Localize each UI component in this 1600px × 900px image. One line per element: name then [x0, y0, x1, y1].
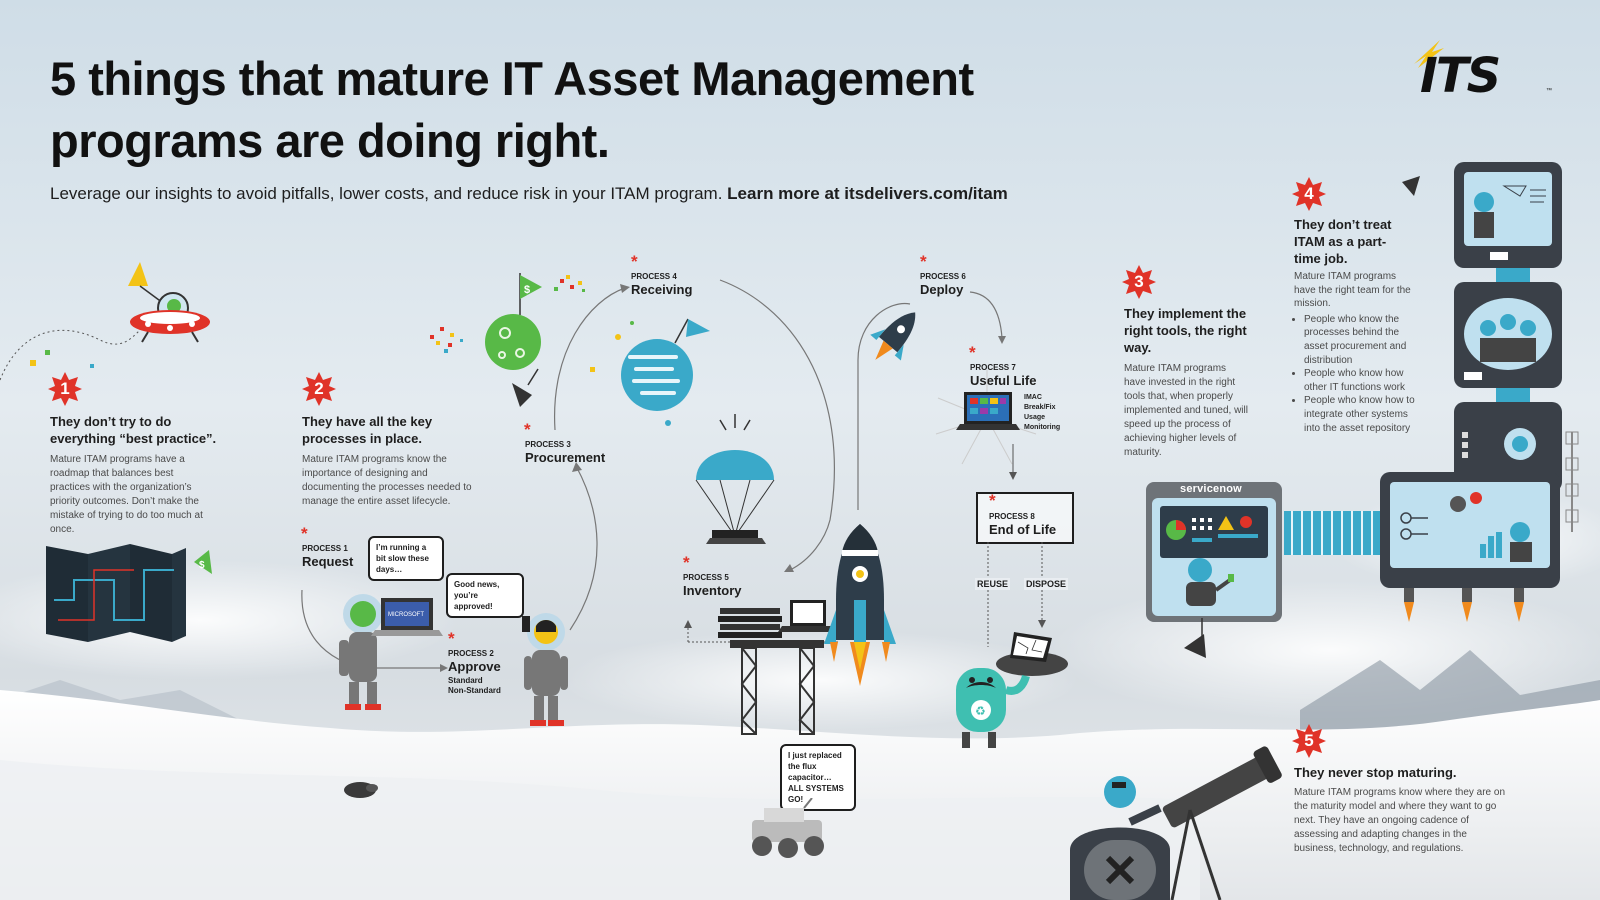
subtitle: Leverage our insights to avoid pitfalls,… — [50, 184, 1008, 204]
trademark: ™ — [1546, 88, 1552, 94]
thing-4-intro: Mature ITAM programs have the right team… — [1294, 271, 1411, 310]
process-8-tag: PROCESS 8 — [989, 512, 1035, 521]
asterisk: * — [301, 524, 308, 543]
process-6-tag: PROCESS 6 — [920, 272, 966, 281]
asterisk: * — [683, 553, 690, 572]
servicenow-logo: servicenow — [1180, 483, 1242, 495]
servicenow-monitor — [1146, 482, 1282, 622]
planets-illustration: $ — [430, 273, 710, 426]
learn-more-link[interactable]: Learn more at itsdelivers.com/itam — [727, 184, 1008, 203]
moon-rover — [752, 798, 824, 858]
thing-1-body: Mature ITAM programs have a roadmap that… — [50, 454, 203, 535]
subtitle-text: Leverage our insights to avoid pitfalls,… — [50, 184, 728, 203]
space-station — [1380, 162, 1579, 622]
svg-text:$: $ — [524, 284, 530, 296]
parachute-laptop — [695, 414, 775, 544]
inventory-stack — [684, 600, 840, 735]
useful-life-imac: IMAC — [1024, 394, 1042, 401]
arrow-down-icon — [1009, 444, 1017, 480]
process-5-tag: PROCESS 5 — [683, 573, 729, 582]
thing-5-heading: They never stop maturing. — [1294, 765, 1457, 780]
reuse-label: REUSE — [975, 578, 1011, 590]
thing-4-bullet: People who know how to integrate other s… — [1304, 394, 1418, 435]
process-4-tag: PROCESS 4 — [631, 272, 677, 281]
process-7-tag: PROCESS 7 — [970, 363, 1016, 372]
process-2-tag: PROCESS 2 — [448, 649, 494, 658]
thing-4-bullet: People who know the processes behind the… — [1304, 313, 1418, 367]
number-badge-3: 3 — [1122, 265, 1156, 299]
title-line-2: programs are doing right. — [50, 114, 610, 167]
connector-pipe — [1284, 511, 1384, 555]
number-badge-4: 4 — [1292, 177, 1326, 211]
asterisk: * — [524, 420, 531, 439]
number-badge-2: 2 — [302, 372, 336, 406]
thing-3-heading: They implement the right tools, the righ… — [1124, 306, 1247, 355]
thing-2-body: Mature ITAM programs know the importance… — [302, 454, 472, 507]
thing-5-body: Mature ITAM programs know where they are… — [1294, 787, 1506, 854]
telescope-robot — [1070, 746, 1282, 900]
thing-3-body: Mature ITAM programs have invested in th… — [1124, 363, 1248, 458]
speech-bubble-approved: Good news, you’re approved! — [446, 573, 524, 618]
small-rocket-icon — [870, 312, 916, 361]
process-5-name: Inventory — [683, 583, 742, 598]
asterisk: * — [920, 252, 927, 271]
astronaut-with-phone — [522, 613, 568, 726]
process-3-name: Procurement — [525, 450, 606, 465]
useful-life-usage: Usage — [1024, 414, 1046, 421]
ufo-illustration — [128, 262, 210, 343]
asterisk: * — [448, 629, 455, 648]
svg-text:♻: ♻ — [975, 704, 986, 718]
title-line-1: 5 things that mature IT Asset Management — [50, 52, 974, 105]
ufo-trajectory — [0, 329, 141, 381]
thing-4-heading: They don’t treat ITAM as a part-time job… — [1294, 217, 1392, 266]
deploy-flow-arrow — [857, 291, 1006, 510]
thing-4-body: Mature ITAM programs have the right team… — [1294, 270, 1418, 435]
thing-4-bullets: People who know the processes behind the… — [1294, 313, 1418, 435]
thing-2-heading: They have all the key processes in place… — [302, 414, 433, 446]
lightning-bolt-icon — [1414, 40, 1444, 68]
its-logo: ITS — [1420, 48, 1501, 104]
svg-text:$: $ — [199, 560, 205, 571]
speech-bubble-request: I’m running a bit slow these days… — [368, 536, 444, 581]
useful-life-monitoring: Monitoring — [1024, 424, 1061, 431]
thing-1-heading: They don’t try to do everything “best pr… — [50, 414, 217, 446]
process-3-tag: PROCESS 3 — [525, 440, 571, 449]
useful-life-breakfix: Break/Fix — [1024, 404, 1056, 411]
astronaut-with-laptop: MICROSOFT — [339, 594, 443, 710]
speech-bubble-flux: I just replaced the flux capacitor… ALL … — [780, 744, 856, 811]
thing-4-bullet: People who know how other IT functions w… — [1304, 367, 1418, 394]
dispose-label: DISPOSE — [1024, 578, 1069, 590]
page-title: 5 things that mature IT Asset Management… — [50, 48, 1150, 172]
end-of-life-box — [976, 492, 1074, 544]
approve-standard: Standard — [448, 676, 483, 685]
approve-non-standard: Non-Standard — [448, 686, 501, 695]
asterisk: * — [989, 491, 996, 510]
process-flow-arrows — [301, 279, 835, 672]
process-6-name: Deploy — [920, 282, 964, 297]
satellite-dish-icon — [1184, 618, 1206, 658]
asterisk: * — [631, 252, 638, 271]
asterisk: * — [969, 343, 976, 362]
useful-life-list: IMAC Break/Fix Usage Monitoring — [1024, 393, 1060, 433]
process-4-name: Receiving — [631, 282, 693, 297]
process-1-name: Request — [302, 554, 354, 569]
recycle-robot: ♻ — [956, 632, 1068, 748]
rocket-launch — [824, 524, 896, 686]
process-1-tag: PROCESS 1 — [302, 544, 348, 553]
process-2-name: Approve — [448, 659, 501, 674]
microsoft-label: MICROSOFT — [388, 612, 424, 618]
useful-life-laptop — [935, 370, 1037, 465]
number-badge-5: 5 — [1292, 724, 1326, 758]
process-8-name: End of Life — [989, 522, 1057, 537]
number-badge-1: 1 — [48, 372, 82, 406]
roadmap-map-icon: $ — [46, 544, 212, 642]
